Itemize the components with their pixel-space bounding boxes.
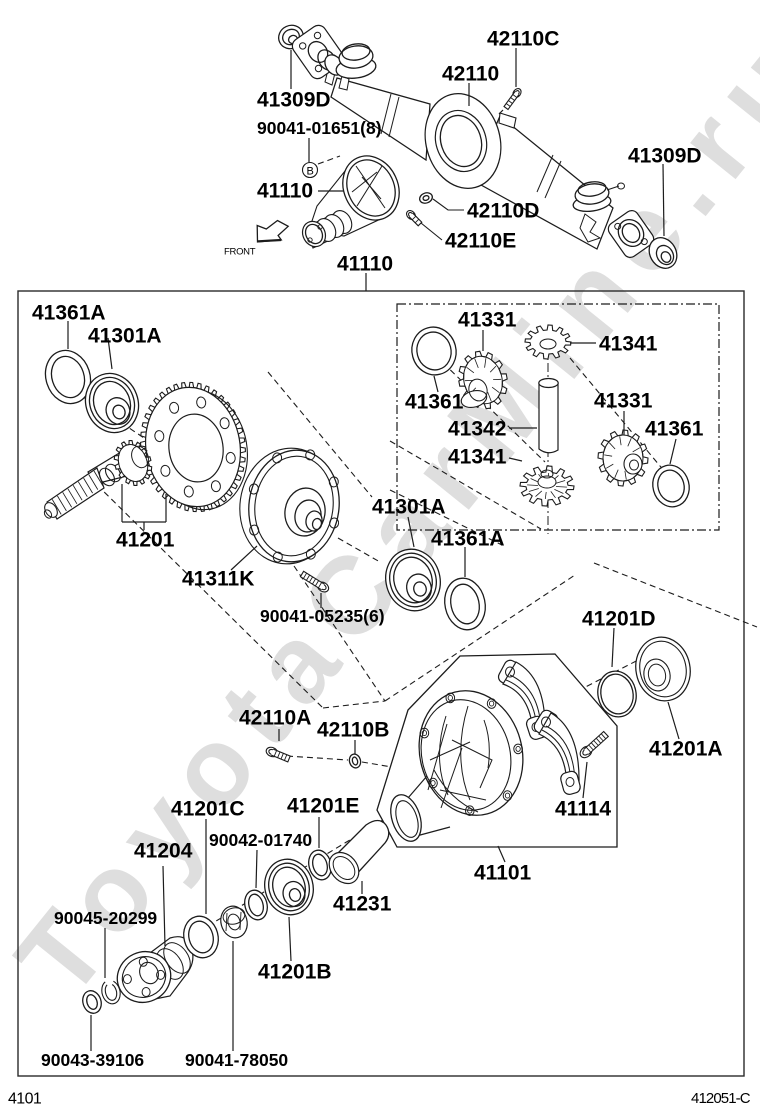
svg-text:412051-C: 412051-C <box>691 1090 751 1107</box>
svg-text:41231: 41231 <box>333 892 392 915</box>
svg-text:41309D: 41309D <box>628 144 702 167</box>
svg-text:41201E: 41201E <box>287 794 359 817</box>
svg-text:41361: 41361 <box>405 390 464 413</box>
svg-text:90043-39106: 90043-39106 <box>41 1050 144 1070</box>
svg-text:41342: 41342 <box>448 417 506 440</box>
svg-text:90041-05235(6): 90041-05235(6) <box>260 606 385 626</box>
svg-text:4101: 4101 <box>8 1091 42 1108</box>
svg-text:42110B: 42110B <box>317 718 389 741</box>
svg-text:41341: 41341 <box>599 332 658 355</box>
svg-text:41101: 41101 <box>474 861 532 884</box>
svg-text:41361A: 41361A <box>431 527 505 550</box>
svg-text:41341: 41341 <box>448 445 507 468</box>
svg-text:B: B <box>307 166 314 178</box>
svg-text:41201: 41201 <box>116 528 175 551</box>
svg-text:90041-01651(8): 90041-01651(8) <box>257 118 382 138</box>
svg-text:42110E: 42110E <box>445 229 516 252</box>
svg-text:FRONT: FRONT <box>224 246 256 257</box>
svg-text:41201D: 41201D <box>582 607 656 630</box>
svg-text:42110C: 42110C <box>487 27 559 50</box>
svg-text:90041-78050: 90041-78050 <box>185 1050 288 1070</box>
svg-text:41110: 41110 <box>257 179 313 202</box>
svg-text:41201A: 41201A <box>649 737 723 760</box>
svg-text:41311K: 41311K <box>182 567 254 590</box>
svg-text:42110A: 42110A <box>239 706 311 729</box>
svg-text:41114: 41114 <box>555 797 611 820</box>
svg-text:41201B: 41201B <box>258 960 332 983</box>
svg-text:42110: 42110 <box>442 62 499 85</box>
svg-text:41201C: 41201C <box>171 797 245 820</box>
svg-text:41110: 41110 <box>337 252 393 275</box>
svg-text:41331: 41331 <box>458 308 517 331</box>
svg-text:41204: 41204 <box>134 839 193 862</box>
svg-text:41301A: 41301A <box>372 495 446 518</box>
svg-text:41309D: 41309D <box>257 88 331 111</box>
svg-text:41331: 41331 <box>594 389 653 412</box>
svg-text:90042-01740: 90042-01740 <box>209 830 312 850</box>
svg-text:42110D: 42110D <box>467 199 539 222</box>
svg-text:90045-20299: 90045-20299 <box>54 908 157 928</box>
svg-text:41361: 41361 <box>645 417 704 440</box>
svg-text:41361A: 41361A <box>32 301 106 324</box>
svg-text:41301A: 41301A <box>88 324 162 347</box>
